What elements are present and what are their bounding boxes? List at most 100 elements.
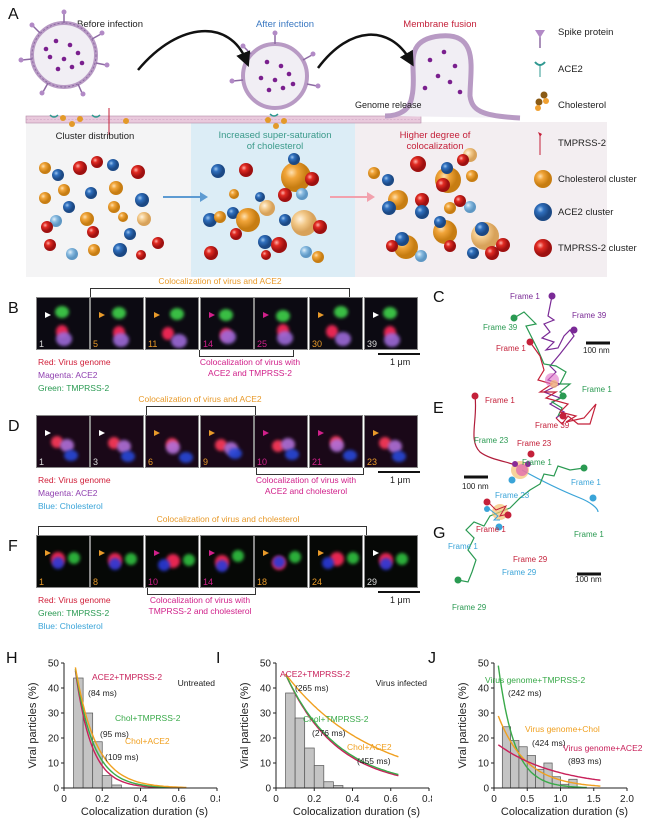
bottom-bracket	[147, 588, 256, 595]
y-tick-label: 50	[260, 659, 272, 670]
y-axis-label: Viral particles (%)	[239, 683, 251, 769]
higher-degree-label-1: Higher degree of	[399, 130, 471, 141]
fluorescent-spot	[64, 450, 78, 461]
x-tick-label: 0	[491, 794, 497, 805]
y-tick-label: 0	[53, 784, 59, 795]
y-tick-label: 40	[478, 684, 490, 695]
microscopy-frame: 14	[200, 535, 254, 588]
panel-label-f: F	[8, 538, 18, 555]
fluorescent-spot	[392, 451, 406, 462]
microscopy-frame: 23	[364, 415, 418, 468]
bottom-bracket-label: ACE2 and cholesterol	[264, 486, 348, 496]
y-tick-label: 50	[48, 659, 60, 670]
y-tick-label: 20	[478, 734, 490, 745]
virus-particle-before	[18, 9, 110, 97]
fluorescent-spot	[347, 552, 359, 564]
trajectory-e-blue	[521, 469, 599, 513]
e-red-end-label: Frame 23	[517, 439, 552, 448]
frame-number: 9	[203, 457, 209, 467]
fluorescent-spot	[396, 553, 408, 565]
x-tick-label: 2.0	[620, 794, 634, 805]
scale-bar	[378, 353, 420, 355]
arrowhead-marker	[263, 430, 269, 436]
spike-protein-icon	[535, 30, 545, 48]
histogram-bar	[518, 746, 528, 789]
super-saturation-region	[191, 122, 355, 277]
histogram-bar	[501, 726, 511, 789]
super-saturation-label-2: of cholesterol	[246, 141, 304, 152]
y-tick-label: 30	[478, 709, 490, 720]
g-green-end-label: Frame 29	[452, 603, 487, 612]
fluorescent-spot	[56, 332, 72, 346]
microscopy-frame: 6	[145, 415, 199, 468]
g-green-start-label: Frame 1	[574, 530, 604, 539]
panel-label-i: I	[216, 650, 221, 667]
fluorescent-spot	[171, 334, 187, 348]
frame-number: 1	[39, 339, 45, 349]
super-saturation-label-1: Increased super-saturation	[218, 130, 332, 141]
channel-legend: Red: Virus genome	[38, 595, 111, 605]
microscopy-frame: 25	[254, 297, 308, 350]
fit-name-label: Virus genome+ACE2	[563, 743, 643, 753]
fluorescent-spot	[277, 331, 293, 345]
arrowhead-marker	[263, 312, 269, 318]
legend-ace2: ACE2	[558, 64, 583, 75]
fluorescent-spot	[113, 333, 129, 347]
frame-number: 11	[148, 339, 158, 349]
microscopy-frame: 10	[145, 535, 199, 588]
arrowhead-marker	[45, 550, 51, 556]
histogram-bar	[101, 775, 113, 789]
chart-condition-label: Virus infected	[376, 678, 428, 688]
x-tick-label: 0.4	[346, 794, 360, 805]
fit-curve-2	[74, 667, 187, 789]
frame-number: 23	[367, 457, 378, 467]
frame-number: 1	[39, 577, 45, 587]
arrowhead-marker	[209, 312, 215, 318]
fluorescent-spot	[121, 451, 135, 462]
panel-label-g: G	[433, 525, 446, 542]
e-green-end-label: Frame 23	[474, 436, 509, 445]
scale-bar	[378, 471, 420, 473]
legend-tmprss2: TMPRSS-2	[558, 138, 607, 149]
fit-curve-2	[285, 673, 399, 758]
fit-name-label: Virus genome+TMPRSS-2	[485, 675, 586, 685]
top-bracket-label: Colocalization of virus and ACE2	[158, 276, 282, 286]
y-tick-label: 20	[48, 734, 60, 745]
e-green-start-label: Frame 1	[522, 458, 552, 467]
cholesterol-cluster-icon	[534, 170, 552, 188]
trajectory-c	[510, 292, 610, 425]
x-tick-label: 0.4	[134, 794, 148, 805]
y-tick-label: 20	[260, 734, 272, 745]
g-blue-start-label: Frame 1	[448, 542, 478, 551]
y-tick-label: 30	[48, 709, 60, 720]
fluorescent-spot	[68, 552, 80, 564]
frame-number: 10	[257, 457, 268, 467]
cluster-distribution-label: Cluster distribution	[55, 131, 135, 142]
fit-tau-label: (276 ms)	[312, 728, 346, 738]
histogram-i: 00.20.40.60.801020304050Colocalization d…	[239, 659, 432, 819]
channel-legend: Blue: Cholesterol	[38, 501, 103, 511]
fit-name-label: Chol+ACE2	[125, 736, 170, 746]
x-tick-label: 0	[273, 794, 279, 805]
infection-schematic	[18, 9, 552, 263]
fluorescent-spot	[383, 307, 397, 319]
frame-number: 21	[312, 457, 323, 467]
channel-legend: Green: TMPRSS-2	[38, 383, 110, 393]
arrowhead-marker	[154, 312, 160, 318]
membrane-receptors	[49, 108, 287, 135]
panel-label-d: D	[8, 418, 20, 435]
microscopy-frame: 39	[364, 297, 418, 350]
histogram-h: 00.20.40.60.801020304050Colocalization d…	[27, 659, 220, 819]
scale-bar-label: 1 μm	[390, 475, 411, 485]
c-red-end-label: Frame 39	[535, 421, 570, 430]
tmprss2-icon	[538, 132, 542, 155]
bottom-bracket-label: Colocalization of virus with	[255, 475, 357, 485]
y-tick-label: 30	[260, 709, 272, 720]
x-tick-label: 0.8	[422, 794, 432, 805]
fluorescent-spot	[380, 558, 392, 570]
fit-tau-label: (893 ms)	[568, 756, 602, 766]
top-bracket	[146, 406, 256, 415]
microscopy-frame: 3	[90, 415, 144, 468]
arrowhead-marker	[209, 430, 215, 436]
e-blue-start-label: Frame 1	[571, 478, 601, 487]
